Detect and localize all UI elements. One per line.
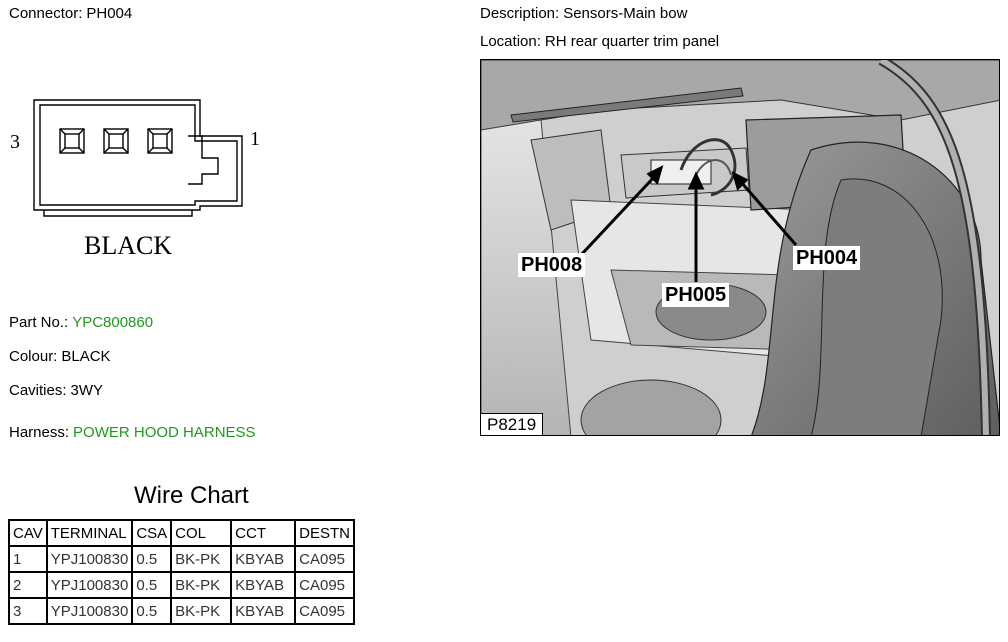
location-photo: PH008 PH005 PH004 P8219 (480, 59, 1000, 436)
harness-link[interactable]: POWER HOOD HARNESS (73, 424, 256, 441)
cell-destn: CA095 (294, 571, 355, 599)
colour-line: Colour:BLACK (9, 348, 111, 365)
location-photo-illustration (481, 60, 999, 435)
description-value: Sensors-Main bow (563, 5, 688, 22)
connector-line: Connector:PH004 (9, 5, 132, 22)
callout-ph004: PH004 (793, 246, 861, 270)
cell-cct: KBYAB (230, 545, 297, 573)
pin-label-3: 3 (10, 131, 20, 153)
harness-line: Harness:POWER HOOD HARNESS (9, 424, 256, 441)
table-row: 1 YPJ100830 0.5 BK-PK KBYAB CA095 (8, 545, 355, 573)
cell-terminal: YPJ100830 (45, 545, 134, 573)
table-row: 3 YPJ100830 0.5 BK-PK KBYAB CA095 (8, 597, 355, 625)
cell-csa: 0.5 (131, 545, 173, 573)
cavity-3 (59, 128, 85, 154)
wire-chart-title: Wire Chart (134, 482, 249, 509)
col-header-terminal: TERMINAL (45, 519, 134, 547)
wire-chart-header-row: CAV TERMINAL CSA COL CCT DESTN (8, 519, 355, 547)
cell-cav: 2 (8, 571, 48, 599)
cell-cct: KBYAB (230, 597, 297, 625)
pin-label-1-text: 1 (250, 128, 260, 150)
cell-csa: 0.5 (131, 597, 173, 625)
connector-housing-outer (33, 99, 243, 211)
col-header-col: COL (170, 519, 233, 547)
connector-diagram: 3 1 BLACK (10, 99, 243, 260)
callout-ph008: PH008 (518, 253, 586, 277)
location-line: Location:RH rear quarter trim panel (480, 33, 719, 50)
col-header-cct: CCT (230, 519, 297, 547)
location-value: RH rear quarter trim panel (544, 33, 720, 50)
part-no-link[interactable]: YPC800860 (72, 314, 154, 331)
cavity-1 (147, 128, 173, 154)
table-row: 2 YPJ100830 0.5 BK-PK KBYAB CA095 (8, 571, 355, 599)
cell-cct: KBYAB (230, 571, 297, 599)
cavity-2 (103, 128, 129, 154)
diagram-colour-text: BLACK (84, 231, 172, 260)
harness-label: Harness: (9, 424, 70, 441)
col-header-destn: DESTN (294, 519, 355, 547)
cell-terminal: YPJ100830 (45, 597, 134, 625)
cell-destn: CA095 (294, 597, 355, 625)
col-header-csa: CSA (131, 519, 173, 547)
cell-col: BK-PK (170, 545, 233, 573)
colour-label: Colour: (9, 348, 58, 365)
wire-chart-table: CAV TERMINAL CSA COL CCT DESTN 1 YPJ1008… (8, 519, 355, 625)
cell-cav: 1 (8, 545, 48, 573)
connector-housing-inner (39, 104, 238, 206)
cavities-line: Cavities:3WY (9, 382, 103, 399)
cell-cav: 3 (8, 597, 48, 625)
connector-value: PH004 (86, 5, 133, 22)
colour-value: BLACK (61, 348, 111, 365)
connector-label: Connector: (9, 5, 83, 22)
callout-ph005: PH005 (662, 283, 730, 307)
part-no-line: Part No.:YPC800860 (9, 314, 153, 331)
cell-terminal: YPJ100830 (45, 571, 134, 599)
description-label: Description: (480, 5, 560, 22)
cavities-value: 3WY (70, 382, 104, 399)
cell-col: BK-PK (170, 597, 233, 625)
description-line: Description:Sensors-Main bow (480, 5, 687, 22)
photo-id-label: P8219 (481, 413, 544, 435)
cell-csa: 0.5 (131, 571, 173, 599)
cell-destn: CA095 (294, 545, 355, 573)
cell-col: BK-PK (170, 571, 233, 599)
location-label: Location: (480, 33, 541, 50)
col-header-cav: CAV (8, 519, 48, 547)
cavities-label: Cavities: (9, 382, 67, 399)
part-no-label: Part No.: (9, 314, 69, 331)
